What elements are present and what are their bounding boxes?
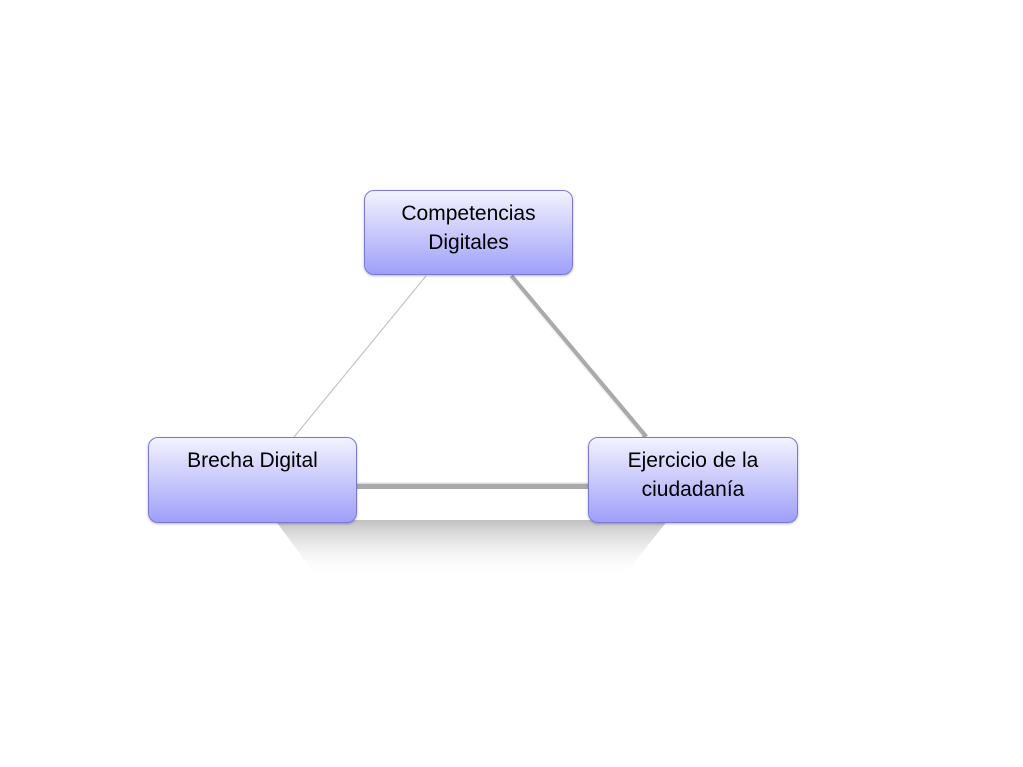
connector-top-right [509,274,648,439]
node-right-line-2: ciudadanía [641,478,745,501]
base-shadow [275,520,668,578]
connector-top-right-highlight [508,276,643,437]
node-top-line-1: Competencias [401,202,536,225]
node-ejercicio-ciudadania: Ejercicio de la ciudadanía [588,437,798,523]
node-left-line-1: Brecha Digital [187,449,318,472]
node-top-line-2: Digitales [428,231,509,254]
node-brecha-digital: Brecha Digital [148,437,357,523]
node-right-line-1: Ejercicio de la [627,449,759,472]
connector-top-left [293,275,427,438]
node-competencias-digitales: Competencias Digitales [364,190,573,275]
